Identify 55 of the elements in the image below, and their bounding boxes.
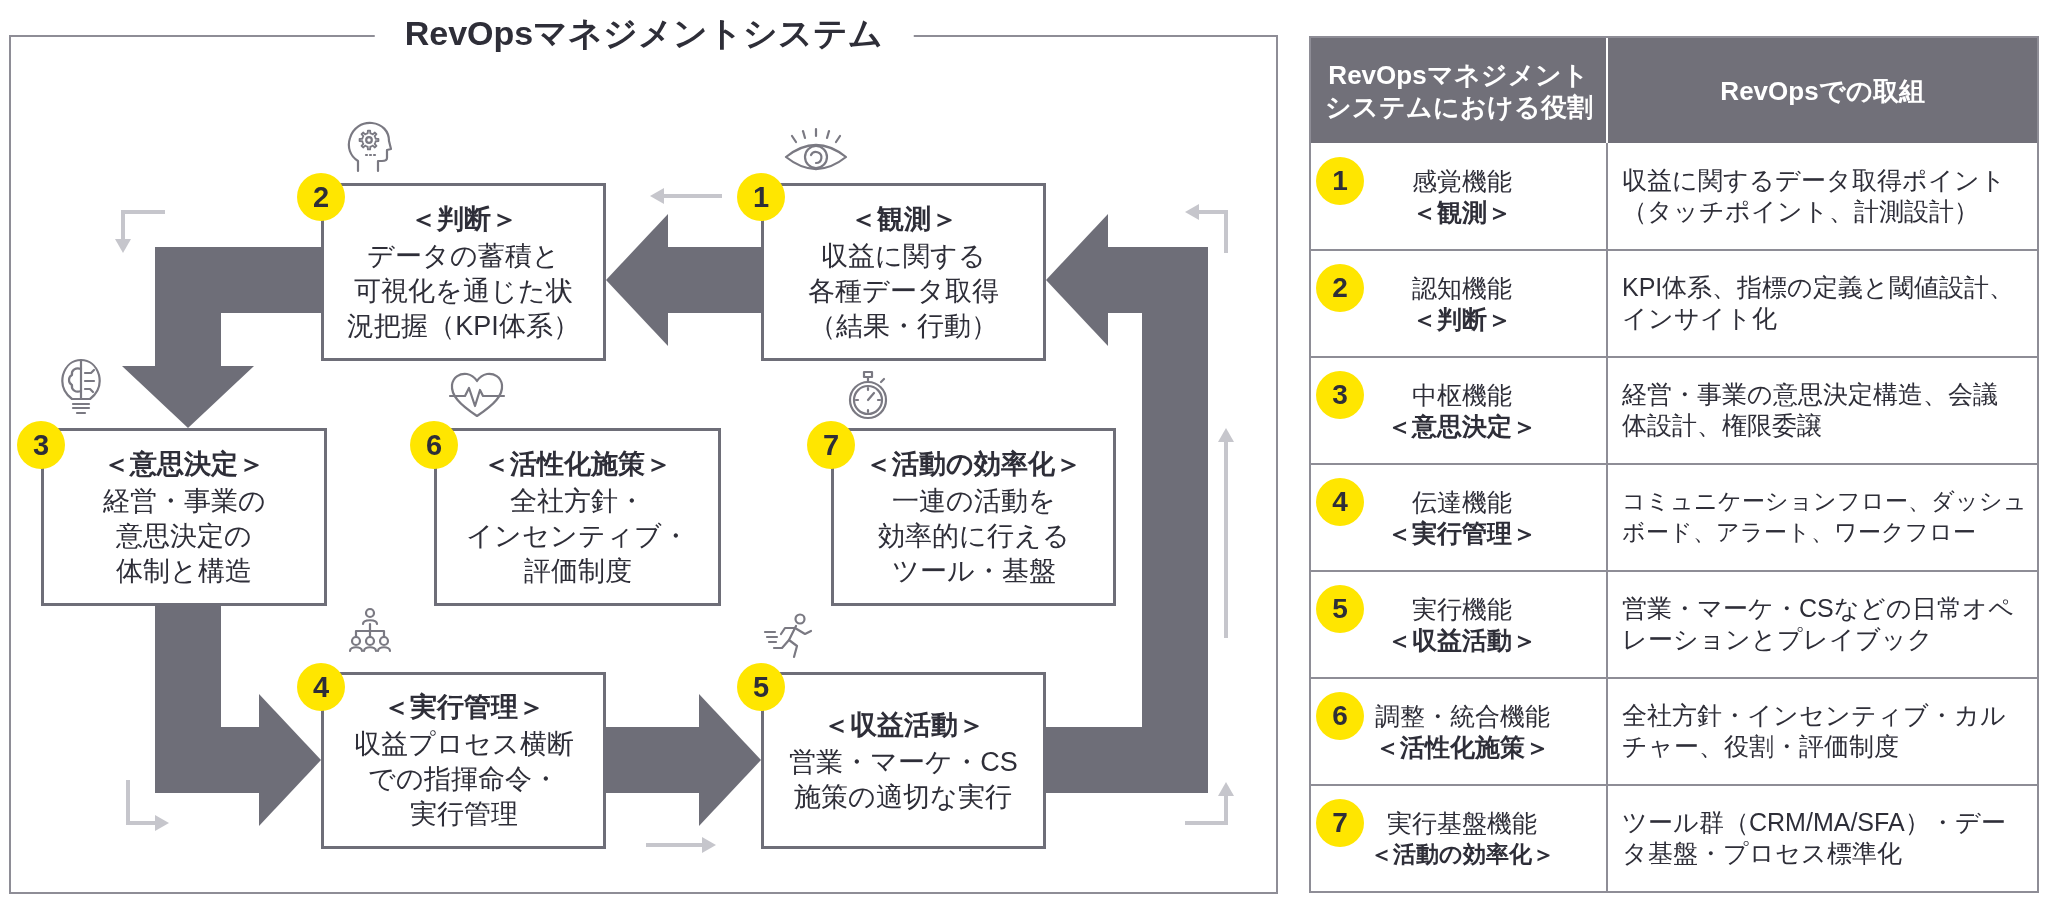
description-text: KPI体系、指標の定義と閾値設計、インサイト化 (1622, 271, 2015, 334)
box-text: 全社方針・インセンティブ・評価制度 (466, 484, 689, 588)
box-text: 経営・事業の意思決定の体制と構造 (102, 484, 266, 588)
box-text: 一連の活動を効率的に行えるツール・基盤 (877, 484, 1070, 588)
column-header: RevOpsでの取組 (1608, 38, 2037, 143)
description-text: 営業・マーケ・CSなどの日常オペレーションとプレイブック (1622, 592, 2014, 655)
number-badge: 4 (297, 663, 345, 711)
role-label: 伝達機能 (1412, 486, 1512, 517)
number-badge: 4 (1316, 477, 1364, 526)
role-label: 認知機能 (1412, 272, 1512, 303)
number-badge: 5 (737, 663, 785, 711)
number-badge: 2 (1316, 263, 1364, 312)
number-badge: 2 (297, 173, 345, 221)
description-text: 全社方針・インセンティブ・カルチャー、役割・評価制度 (1622, 699, 2006, 762)
role-title: ＜活性化施策＞ (1374, 731, 1550, 762)
description-text: 経営・事業の意思決定構造、会議体設計、権限委譲 (1622, 378, 1998, 441)
box-heading: ＜意思決定＞ (103, 447, 265, 481)
number-badge: 1 (1316, 156, 1364, 205)
role-title: ＜実行管理＞ (1387, 517, 1537, 548)
column-header: RevOpsマネジメントシステムにおける役割 (1311, 38, 1606, 143)
number-badge: 3 (17, 421, 65, 469)
number-badge: 7 (807, 421, 855, 469)
role-label: 感覚機能 (1412, 165, 1512, 196)
box-text: データの蓄積と可視化を通じた状況把握（KPI体系） (347, 239, 580, 343)
role-title: ＜活動の効率化＞ (1369, 839, 1555, 868)
block-arrow (606, 214, 761, 346)
description-text: 収益に関するデータ取得ポイント（タッチポイント、計測設計） (1622, 164, 2006, 227)
number-badge: 6 (1316, 691, 1364, 740)
block-arrow (155, 606, 321, 826)
description-text: コミュニケーションフロー、ダッシュボード、アラート、ワークフロー (1622, 486, 2027, 547)
role-label: 中枢機能 (1412, 379, 1512, 410)
box-heading: ＜活動の効率化＞ (865, 447, 1082, 481)
number-badge: 1 (737, 173, 785, 221)
box-text: 収益プロセス横断での指揮命令・実行管理 (353, 728, 574, 831)
number-badge: 3 (1316, 370, 1364, 419)
role-title: ＜意思決定＞ (1387, 410, 1537, 441)
box-text: 営業・マーケ・CS施策の適切な実行 (789, 745, 1018, 814)
block-arrow (122, 247, 321, 428)
number-badge: 6 (410, 421, 458, 469)
number-badge: 5 (1316, 584, 1364, 633)
box-heading: ＜観測＞ (849, 202, 958, 236)
role-title: ＜判断＞ (1412, 303, 1512, 334)
number-badge: 7 (1316, 798, 1364, 847)
box-text: 収益に関する各種データ取得（結果・行動） (808, 239, 999, 343)
block-arrow (1046, 214, 1208, 793)
box-heading: ＜実行管理＞ (382, 691, 545, 724)
role-title: ＜収益活動＞ (1387, 624, 1537, 655)
box-heading: ＜収益活動＞ (822, 708, 985, 742)
box-heading: ＜活性化施策＞ (483, 447, 672, 481)
box-heading: ＜判断＞ (409, 202, 518, 236)
description-text: ツール群（CRM/MA/SFA）・データ基盤・プロセス標準化 (1622, 806, 2006, 869)
role-label: 実行機能 (1412, 593, 1512, 624)
role-label: 調整・統合機能 (1374, 700, 1550, 731)
role-title: ＜観測＞ (1412, 196, 1512, 227)
role-label: 実行基盤機能 (1387, 807, 1537, 838)
